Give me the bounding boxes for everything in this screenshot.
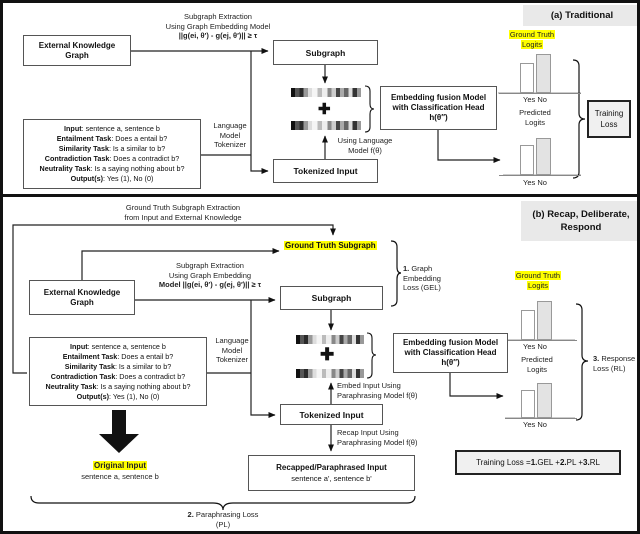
brace-embeddings-b-icon <box>366 332 377 379</box>
plus-icon: ✚ <box>320 345 335 364</box>
paraphrasing-loss-label: 2. Paraphrasing Loss (PL) <box>187 510 259 529</box>
arrow-fusion-to-logits-b <box>449 373 504 399</box>
recap-input-label: Recap Input Using Paraphrasing Model f(θ… <box>337 428 418 447</box>
arrow-trunk-to-tokenized-a <box>250 51 269 174</box>
input-task-box-b: Input: sentence a, sentence b Entailment… <box>29 337 207 406</box>
pred-yes-bar-a <box>520 145 534 175</box>
brace-gel-icon <box>390 240 402 307</box>
using-lm-label-a: Using Language Model f(θ) <box>337 136 393 155</box>
gel-loss-label: 1. Graph Embedding Loss (GEL) <box>403 264 441 292</box>
tokenized-input-box-a: Tokenized Input <box>273 159 378 183</box>
gt-no-bar-a <box>536 54 551 93</box>
panel-a-header: (a) Traditional <box>523 5 637 26</box>
subgraph-box-b: Subgraph <box>280 286 383 310</box>
panel-b-title: (b) Recap, Deliberate, <box>532 209 630 220</box>
fusion-model-box-b: Embedding fusion Model with Classificati… <box>393 333 508 373</box>
external-knowledge-graph-box-b: External Knowledge Graph <box>29 280 135 315</box>
pred-no-bar-b <box>537 383 552 418</box>
pred-axis-labels-b: Yes No <box>523 420 547 429</box>
panel-b-header: (b) Recap, Deliberate, Respond <box>521 201 637 241</box>
pred-yes-bar-b <box>521 390 535 418</box>
subgraph-extraction-label-a: Subgraph Extraction Using Graph Embeddin… <box>165 12 271 40</box>
embedding-strip-icon <box>291 121 361 130</box>
embedding-strip-icon <box>291 88 361 97</box>
plus-icon: ✚ <box>318 101 331 118</box>
embedding-strip-icon <box>296 335 364 344</box>
subgraph-box-a: Subgraph <box>273 40 378 65</box>
lm-tokenizer-label-b: Language Model Tokenizer <box>215 336 249 364</box>
fusion-model-box-a: Embedding fusion Model with Classificati… <box>380 86 497 130</box>
gt-yes-bar-a <box>520 63 534 93</box>
big-down-arrow-icon <box>99 410 139 453</box>
gt-no-bar-b <box>537 301 552 340</box>
pred-no-bar-a <box>536 138 551 175</box>
gt-yes-bar-b <box>521 310 535 340</box>
predicted-logits-label-b: Predicted Logits <box>521 355 553 374</box>
embedding-strip-icon <box>296 369 364 378</box>
training-loss-box-a: Training Loss <box>587 100 631 138</box>
panel-a-title: (a) Traditional <box>550 10 614 21</box>
brace-logits-b-icon <box>575 303 589 421</box>
predicted-logits-chart-a <box>499 135 581 176</box>
gt-axis-labels-a: Yes No <box>523 95 547 104</box>
arrow-fusion-to-logits-a <box>437 130 501 163</box>
ground-truth-subgraph-label: Ground Truth Subgraph <box>284 241 377 250</box>
subgraph-extraction-label-b: Subgraph Extraction Using Graph Embeddin… <box>158 261 262 289</box>
ground-truth-logits-label-b: Ground Truth Logits <box>514 271 562 290</box>
gt-axis-labels-b: Yes No <box>523 342 547 351</box>
response-loss-label: 3. Response Loss (RL) <box>593 354 636 373</box>
predicted-logits-chart-b <box>505 380 577 419</box>
recapped-input-box: Recapped/Paraphrased Input sentence a', … <box>248 455 415 491</box>
embed-input-label: Embed Input Using Paraphrasing Model f(θ… <box>337 381 418 400</box>
pred-axis-labels-a: Yes No <box>523 178 547 187</box>
brace-paraphrasing-loss-icon <box>30 495 416 511</box>
predicted-logits-label-a: Predicted Logits <box>519 108 551 127</box>
gt-logits-chart-a <box>499 53 581 94</box>
tokenized-input-box-b: Tokenized Input <box>280 404 383 425</box>
brace-embeddings-a-icon <box>364 85 375 133</box>
panel-divider <box>3 194 637 197</box>
original-input-label: Original Input sentence a, sentence b <box>81 461 159 481</box>
input-task-box-a: Input: sentence a, sentence b Entailment… <box>23 119 201 189</box>
gt-subgraph-extraction-label-b: Ground Truth Subgraph Extraction from In… <box>124 203 242 222</box>
external-knowledge-graph-box-a: External Knowledge Graph <box>23 35 131 66</box>
ground-truth-logits-label-a: Ground Truth Logits <box>508 30 556 49</box>
lm-tokenizer-label-a: Language Model Tokenizer <box>213 121 247 149</box>
training-loss-equation-box: Training Loss = 1. GEL + 2. PL + 3. RL <box>455 450 621 475</box>
gt-logits-chart-b <box>507 300 577 341</box>
